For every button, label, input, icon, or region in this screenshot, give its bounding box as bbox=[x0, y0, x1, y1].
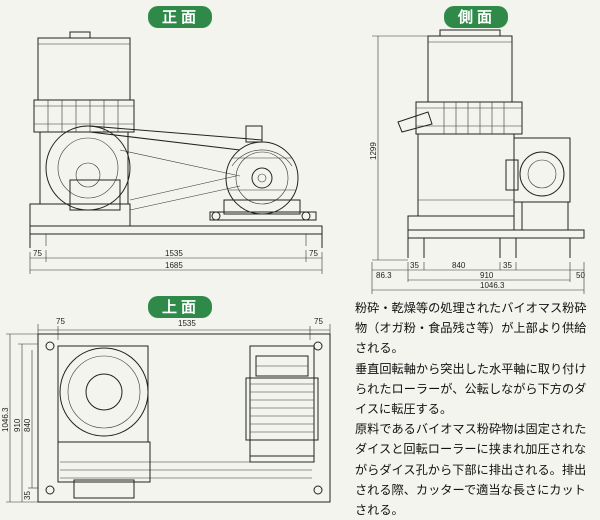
top-dimension-lines bbox=[6, 324, 331, 503]
front-dimension-lines bbox=[29, 250, 323, 274]
description-paragraph-2: 垂直回転軸から突出した水平軸に取り付けられたローラーが、公転しながら下方のダイス… bbox=[355, 361, 587, 417]
side-dim-1046-3: 1046.3 bbox=[480, 281, 505, 290]
side-dim-50: 50 bbox=[576, 271, 585, 280]
top-view-label: 上面 bbox=[148, 296, 213, 318]
side-dim-left-35: 35 bbox=[410, 261, 419, 270]
description-paragraph-3: 原料であるバイオマス粉砕物は固定されたダイスと回転ローラーに挟まれ加圧されながら… bbox=[355, 422, 587, 518]
top-dim-35: 35 bbox=[23, 491, 32, 500]
side-dimension-lines bbox=[371, 35, 585, 294]
side-dim-right-35: 35 bbox=[503, 261, 512, 270]
front-dim-left-75: 75 bbox=[33, 249, 42, 258]
side-view-drawing bbox=[397, 29, 585, 258]
top-dim-1046-3: 1046.3 bbox=[1, 407, 10, 432]
side-dim-910: 910 bbox=[480, 271, 494, 280]
front-dim-right-75: 75 bbox=[309, 249, 318, 258]
top-dim-1535: 1535 bbox=[178, 319, 196, 328]
side-dim-86-3: 86.3 bbox=[376, 271, 392, 280]
top-dim-840: 840 bbox=[23, 418, 32, 432]
front-view-label: 正面 bbox=[148, 6, 213, 28]
side-view-label: 側面 bbox=[444, 6, 509, 28]
top-view-drawing bbox=[37, 333, 331, 503]
front-view-drawing bbox=[29, 31, 323, 248]
front-dim-1535: 1535 bbox=[165, 249, 183, 258]
side-dim-1299: 1299 bbox=[369, 142, 378, 160]
side-dim-840: 840 bbox=[452, 261, 466, 270]
description-paragraph-1: 粉砕・乾燥等の処理されたバイオマス粉砕物（オガ粉・食品残さ等）が上部より供給され… bbox=[355, 301, 587, 356]
top-dim-right-75: 75 bbox=[314, 317, 323, 326]
top-dim-910: 910 bbox=[13, 418, 22, 432]
front-dim-1685: 1685 bbox=[165, 261, 183, 270]
top-dim-left-75: 75 bbox=[56, 317, 65, 326]
process-description: 粉砕・乾燥等の処理されたバイオマス粉砕物（オガ粉・食品残さ等）が上部より供給され… bbox=[355, 298, 597, 520]
